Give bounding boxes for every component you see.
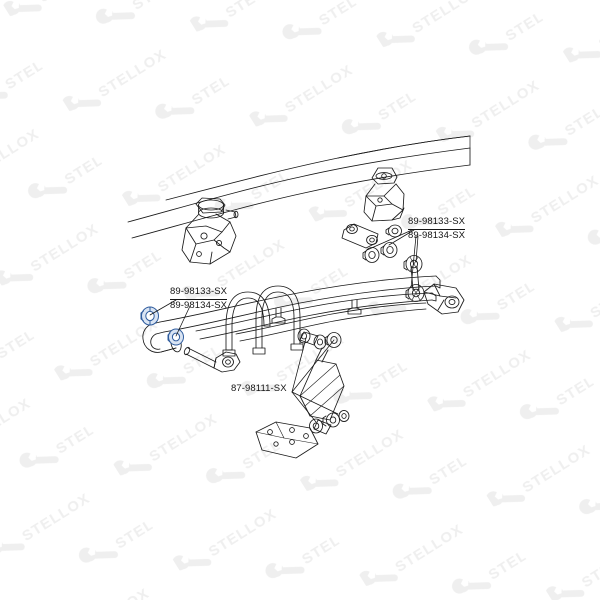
leader-line-shock-absorber [291,337,307,393]
u-bolt [222,285,304,357]
stabilizer-link-bushing-2 [380,242,398,258]
leader-line-stabilizer-link [366,229,413,251]
leader-line-shock-absorber [291,391,317,423]
leader-line-stabilizer-link [415,235,419,263]
leader-line-stabilizer-link [388,229,415,246]
callout-stabilizer-link-line-2: 89-98134-SX [408,230,466,241]
callout-stabilizer-link-line-1: 89-98133-SX [408,216,466,230]
spring-eye-bushing-2 [167,328,184,346]
leader-lines [149,229,419,423]
callout-left-spring-eye-line-1: 89-98133-SX [170,286,228,300]
callout-left-spring-eye-line-2: 89-98134-SX [170,300,228,311]
leaf-spring [151,275,441,342]
leader-line-left-spring-eye [149,299,177,316]
mounting-plate [255,421,319,459]
steering-knuckle-bracket [181,197,239,265]
shackle-pin-bolt [183,346,241,373]
axle-beam [127,135,471,239]
axle-bracket-right [363,167,405,238]
leader-line-shock-absorber [291,391,339,415]
stabilizer-link [341,223,465,315]
shock-absorber [297,328,350,435]
leader-line-stabilizer-link [410,235,417,289]
leader-line-shock-absorber [291,339,335,393]
callout-shock-absorber-line-1: 87-98111-SX [231,383,287,394]
leader-line-left-spring-eye [175,305,191,337]
